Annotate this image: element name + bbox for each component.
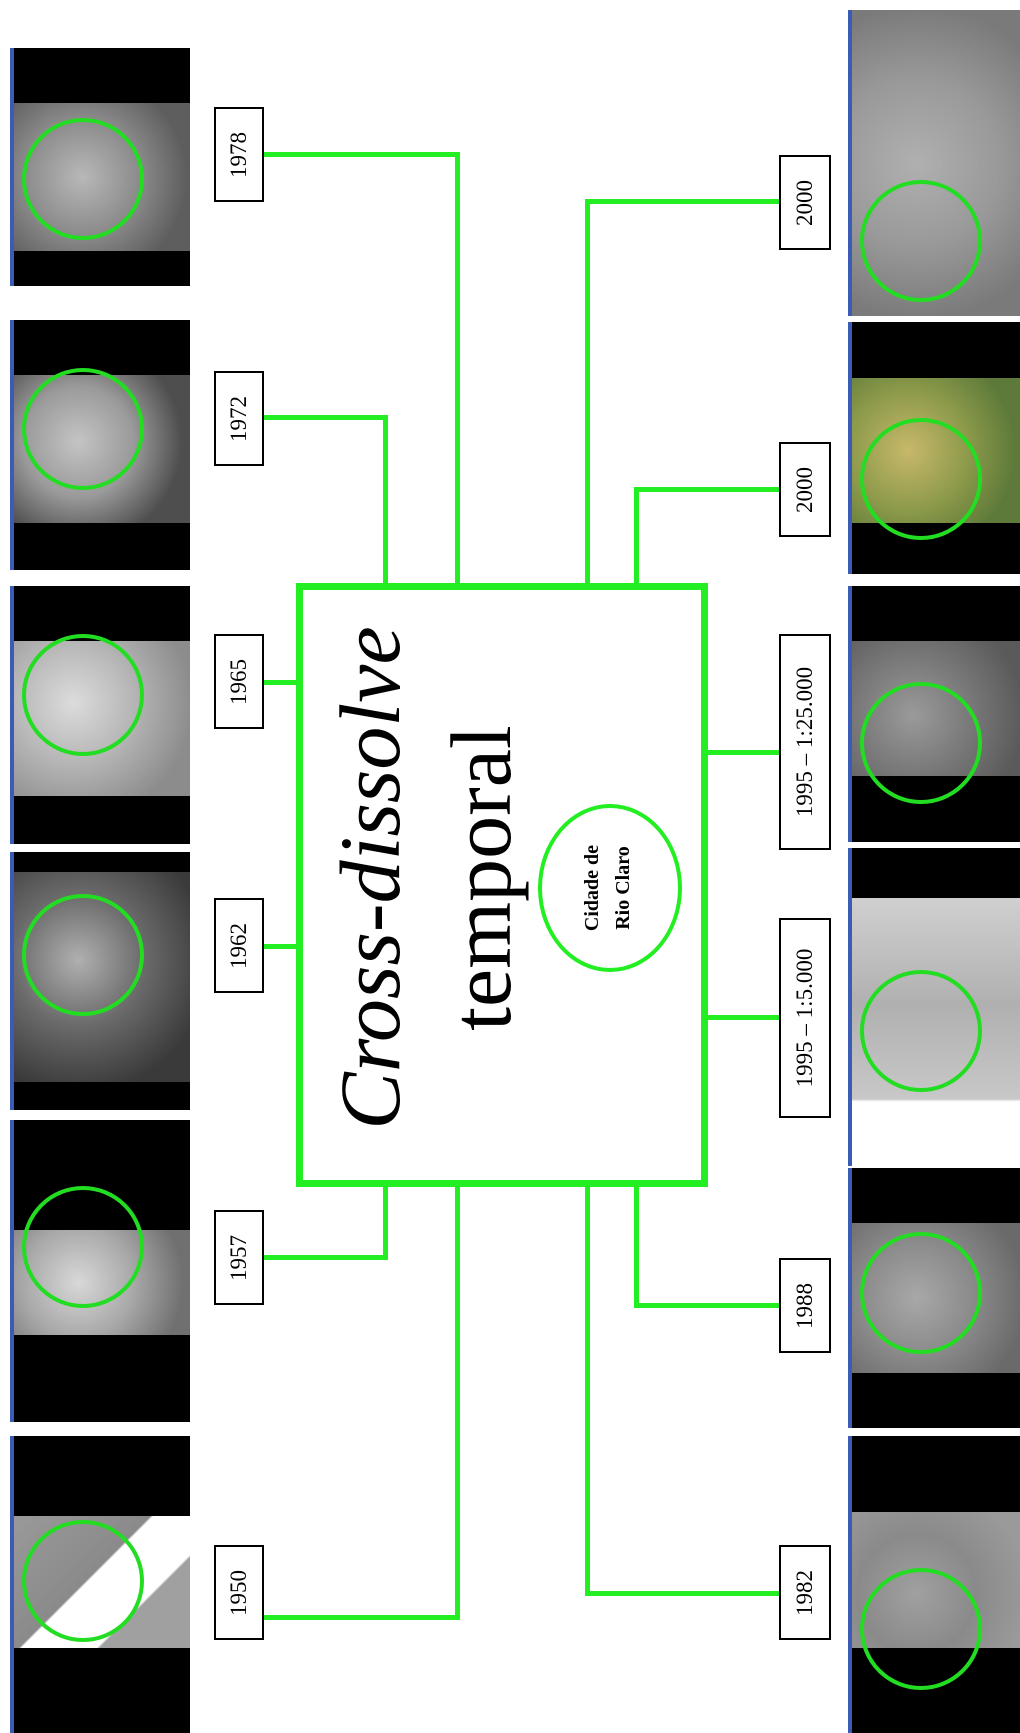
year-box-1957: 1957 <box>214 1210 264 1305</box>
connector-2000-color <box>634 487 779 492</box>
connector-1978-vertical <box>455 152 460 586</box>
aerial-photo-1978 <box>10 48 190 286</box>
highlight-circle <box>860 180 982 302</box>
aerial-photo-1988 <box>848 1168 1020 1428</box>
highlight-circle <box>22 1186 144 1308</box>
year-label: 1995 – 1:25.000 <box>792 666 817 818</box>
highlight-circle <box>860 970 982 1092</box>
year-box-1972: 1972 <box>214 371 264 466</box>
connector-1995-25000 <box>704 750 779 755</box>
year-box-1995-5000: 1995 – 1:5.000 <box>779 918 831 1118</box>
connector-1950 <box>264 1615 460 1620</box>
connector-1972-vertical <box>383 415 388 586</box>
connector-1988 <box>634 1303 779 1308</box>
year-box-1965: 1965 <box>214 634 264 729</box>
connector-1957-vertical <box>383 1184 388 1260</box>
aerial-photo-1982 <box>848 1436 1020 1733</box>
year-label: 1957 <box>226 1234 251 1281</box>
connector-1950-vertical <box>455 1184 460 1620</box>
city-label: Cidade de Rio Claro <box>577 845 639 931</box>
year-box-1988: 1988 <box>779 1258 831 1353</box>
aerial-photo-1962 <box>10 852 190 1110</box>
year-label: 1972 <box>226 395 251 442</box>
year-label: 2000 <box>792 466 817 513</box>
aerial-photo-1950 <box>10 1436 190 1733</box>
year-label: 1978 <box>226 131 251 178</box>
year-label: 1988 <box>792 1282 817 1329</box>
year-box-2000-gray: 2000 <box>779 155 831 250</box>
connector-1988-vertical <box>634 1184 639 1308</box>
year-box-1978: 1978 <box>214 107 264 202</box>
connector-2000-gray <box>585 199 779 204</box>
highlight-circle <box>22 1520 144 1642</box>
city-oval <box>538 804 682 972</box>
connector-1995-5000 <box>704 1015 779 1020</box>
city-label-line1: Cidade de <box>581 844 603 932</box>
connector-1972 <box>264 415 388 420</box>
year-box-1982: 1982 <box>779 1545 831 1640</box>
connector-1965 <box>264 680 300 685</box>
year-box-2000-color: 2000 <box>779 442 831 537</box>
highlight-circle <box>22 368 144 490</box>
year-box-1962: 1962 <box>214 898 264 993</box>
aerial-photo-1972 <box>10 320 190 570</box>
highlight-circle <box>860 1232 982 1354</box>
title-temporal: temporal <box>433 725 529 1031</box>
highlight-circle <box>860 1568 982 1690</box>
aerial-photo-1965 <box>10 586 190 844</box>
city-label-line2: Rio Claro <box>612 846 634 930</box>
connector-1978 <box>264 152 460 157</box>
year-box-1950: 1950 <box>214 1545 264 1640</box>
title-cross-dissolve: Cross-dissolve <box>322 626 418 1130</box>
connector-2000-gray-vertical <box>585 199 590 586</box>
connector-1982 <box>585 1591 779 1596</box>
highlight-circle <box>22 634 144 756</box>
connector-1982-vertical <box>585 1184 590 1596</box>
connector-1957 <box>264 1255 388 1260</box>
year-label: 1962 <box>226 922 251 969</box>
year-box-1995-25000: 1995 – 1:25.000 <box>779 634 831 850</box>
year-label: 1950 <box>226 1569 251 1616</box>
aerial-photo-1957 <box>10 1120 190 1422</box>
year-label: 1965 <box>226 658 251 705</box>
year-label: 2000 <box>792 179 817 226</box>
connector-1962 <box>264 944 300 949</box>
aerial-photo-1995-25000 <box>848 586 1020 842</box>
aerial-photo-1995-5000 <box>848 848 1020 1166</box>
highlight-circle <box>860 418 982 540</box>
year-label: 1995 – 1:5.000 <box>792 948 817 1088</box>
aerial-photo-2000-color <box>848 322 1020 574</box>
highlight-circle <box>22 118 144 240</box>
year-label: 1982 <box>792 1569 817 1616</box>
connector-2000-color-vertical <box>634 487 639 586</box>
highlight-circle <box>860 682 982 804</box>
highlight-circle <box>22 894 144 1016</box>
aerial-photo-2000-grayscale <box>848 10 1020 316</box>
